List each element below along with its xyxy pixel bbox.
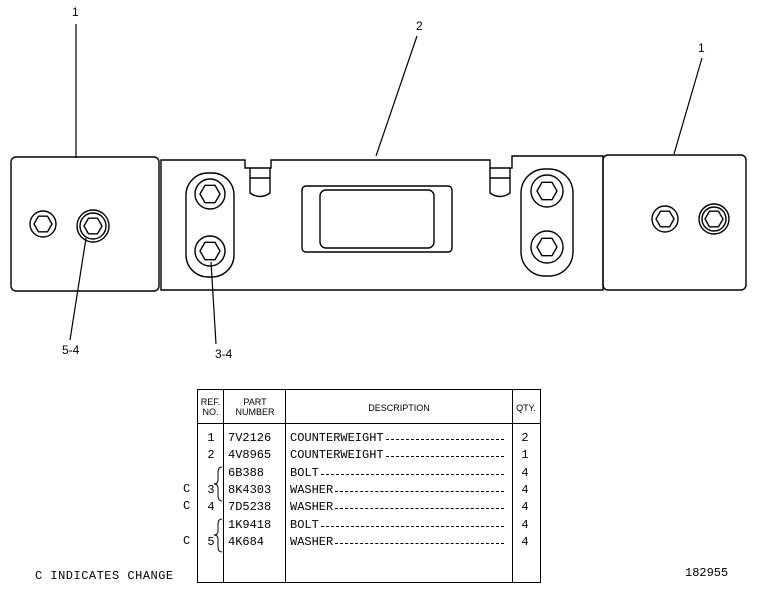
row-part-number: 4K684 [228,534,265,549]
left-counterweight [10,156,160,292]
col-divider-qty [512,390,513,582]
callout-2: 2 [416,19,423,33]
col-divider-part [285,390,286,582]
row-qty: 1 [521,448,529,463]
row-description: COUNTERWEIGHT [290,448,508,462]
row-description-text: BOLT [290,465,319,480]
row-qty: 2 [521,431,529,445]
drawing-number: 182955 [685,566,729,580]
leader-1-right [673,57,703,155]
row-ref-no: 2 [207,448,215,463]
row-description-text: WASHER [290,534,334,549]
row-description: WASHER [290,535,508,549]
leader-dashes [320,466,504,475]
callout-5-4: 5-4 [62,343,80,357]
change-marker: C [183,499,191,514]
row-description: WASHER [290,483,508,497]
bolt-left-b [76,209,110,243]
left-bolt-plate [185,172,235,278]
bolt-center-left-top [194,178,226,210]
center-pocket-outer [301,185,453,253]
header-description: DESCRIPTION [368,403,430,413]
row-qty: 4 [521,517,529,532]
table-row: 1 7V2126 COUNTERWEIGHT 2 [198,431,540,448]
row-description-text: WASHER [290,482,334,497]
leader-dashes [335,483,504,492]
center-pocket-inner [319,189,435,249]
leader-5-4 [69,237,87,341]
bolt-center-left-bottom [194,235,226,267]
leader-dashes [385,431,504,440]
row-qty: 4 [521,465,529,480]
change-marker: C [183,533,191,548]
bolt-left-a [29,210,57,238]
row-part-number: 7D5238 [228,500,272,515]
bolt-right-a [651,205,679,233]
row-description: COUNTERWEIGHT [290,431,508,445]
leader-dashes [320,518,504,527]
row-description-text: COUNTERWEIGHT [290,431,384,445]
row-qty: 4 [521,534,529,549]
row-description: BOLT [290,466,508,480]
table-row: 6B388 BOLT 4 [198,466,540,483]
table-row: 4 7D5238 WASHER 4 [198,500,540,517]
col-divider-ref [223,390,224,582]
left-notch [249,168,271,198]
bolt-center-right-bottom [530,230,564,264]
change-marker: C [183,481,191,496]
row-part-number: 6B388 [228,465,265,480]
row-qty: 4 [521,500,529,515]
leader-dashes [385,448,504,458]
header-divider [198,423,540,424]
header-qty: QTY. [516,403,536,413]
header-ref: REF. NO. [200,397,221,417]
leader-3-4 [210,261,217,345]
row-description-text: WASHER [290,500,334,515]
row-part-number: 1K9418 [228,517,272,532]
row-part-number: 7V2126 [228,431,272,445]
row-ref-no: 4 [207,500,215,515]
table-row: 1K9418 BOLT 4 [198,518,540,535]
brace-ref-5 [213,518,223,553]
right-counterweight [602,154,747,291]
row-ref-no: 1 [207,431,215,445]
table-row: 2 4V8965 COUNTERWEIGHT 1 [198,448,540,465]
leader-2 [375,35,418,157]
right-notch [489,168,511,198]
right-bolt-plate [520,168,574,277]
header-part-number: PART NUMBER [235,397,275,417]
row-ref-no: 5 [207,534,215,549]
leader-dashes [335,500,504,510]
row-part-number: 8K4303 [228,482,272,497]
bolt-center-right-top [530,174,564,208]
table-row: 3 8K4303 WASHER 4 [198,483,540,500]
row-description: BOLT [290,518,508,532]
row-description-text: COUNTERWEIGHT [290,448,384,463]
callout-1-right: 1 [698,41,705,55]
row-description: WASHER [290,500,508,514]
row-ref-no: 3 [207,482,215,497]
leader-dashes [335,535,504,544]
callout-1-left: 1 [72,5,79,19]
row-qty: 4 [521,482,529,497]
change-note: C INDICATES CHANGE [35,569,174,583]
table-row: 5 4K684 WASHER 4 [198,535,540,552]
bolt-right-b [698,203,730,235]
row-description-text: BOLT [290,517,319,532]
callout-3-4: 3-4 [215,347,233,361]
row-part-number: 4V8965 [228,448,272,463]
brace-ref-3 [213,466,223,502]
